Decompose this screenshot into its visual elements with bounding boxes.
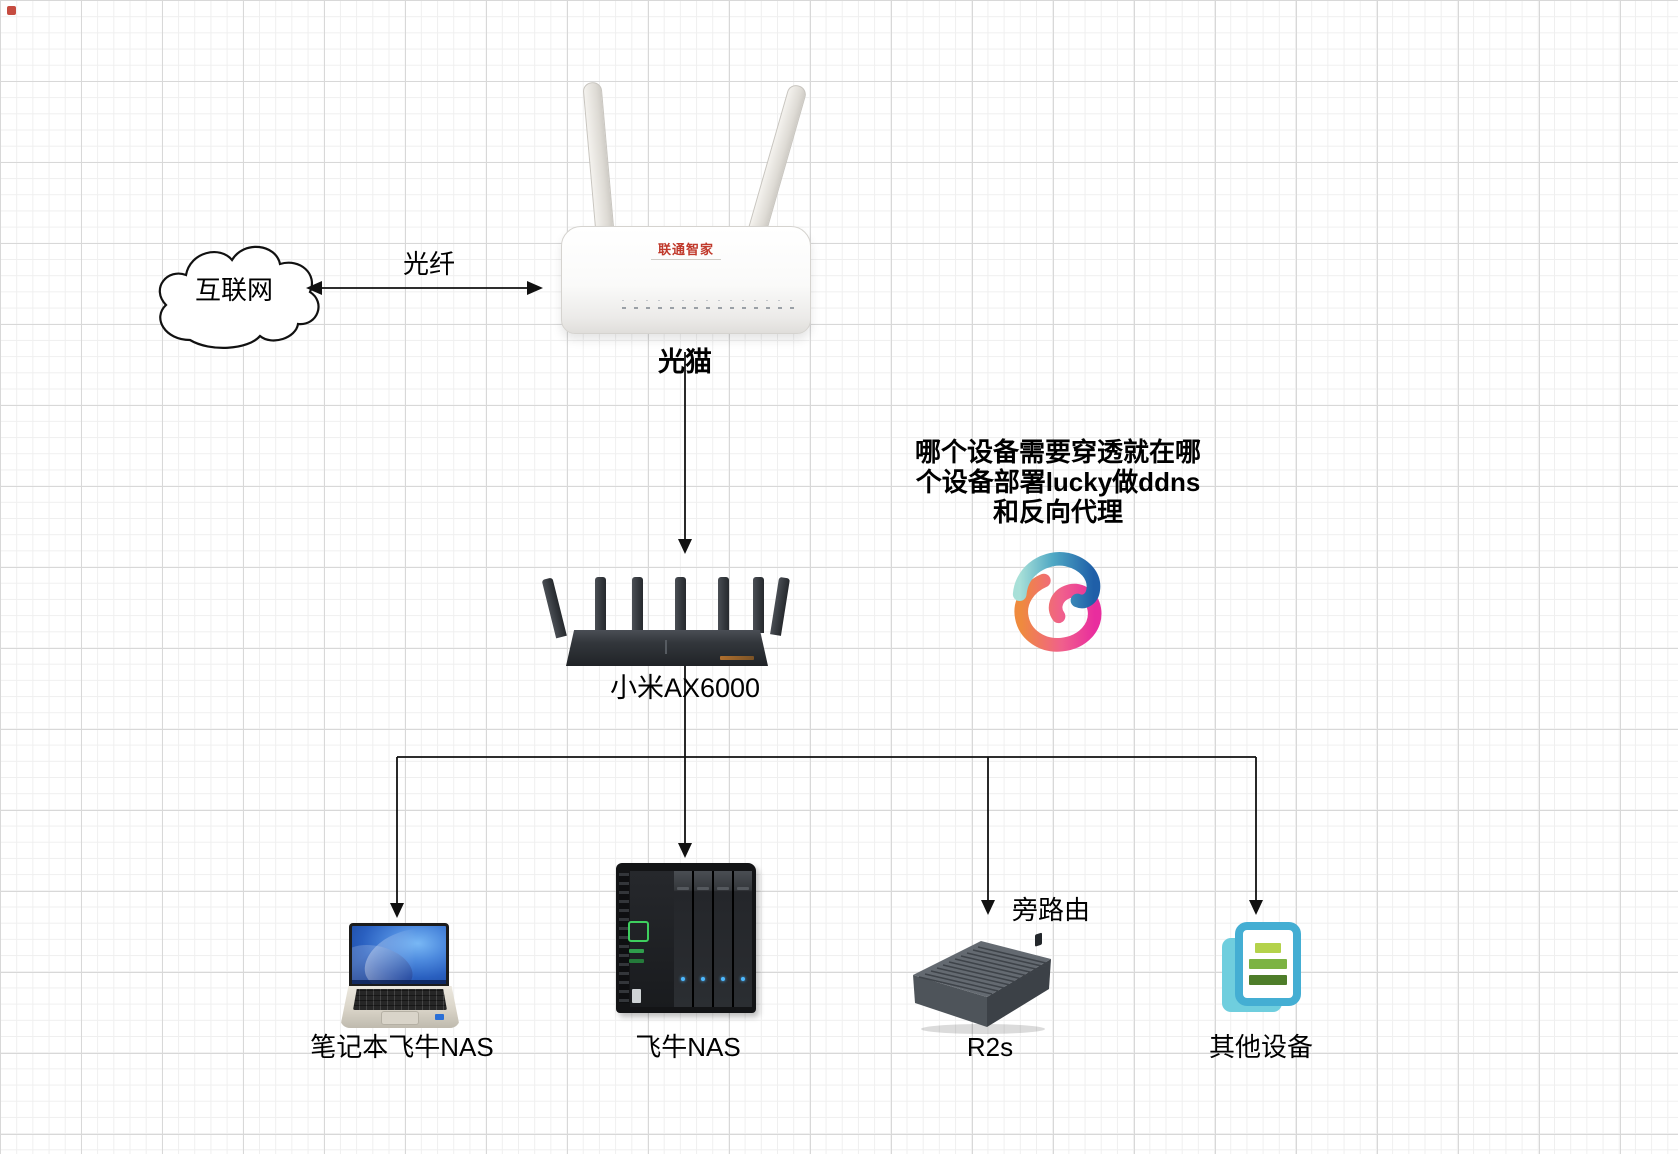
other-devices-front-square <box>1235 922 1301 1006</box>
nas-power-button <box>628 921 649 942</box>
nas-usb-port <box>632 989 641 1003</box>
modem-body: 联通智家 <box>561 226 811 334</box>
nas-front-panel <box>630 871 674 1007</box>
laptop-wallpaper <box>352 926 446 984</box>
modem-to-router-arrow <box>678 352 692 554</box>
router-branch-lines <box>390 662 1263 918</box>
optical-modem-illustration: 联通智家 <box>561 78 811 352</box>
nas-bay-led <box>741 977 745 981</box>
lucky-swirl-logo <box>1012 551 1102 652</box>
note-line-2: 个设备部署lucky做ddns <box>915 467 1201 497</box>
device-label-r2s: R2s <box>966 1032 1014 1062</box>
device-label-fnos-nas: 飞牛NAS <box>635 1032 741 1062</box>
nas-drive-bay <box>694 871 712 1007</box>
router-antenna <box>632 577 643 633</box>
other-devices-bar <box>1255 943 1281 953</box>
other-devices-bar <box>1249 975 1287 985</box>
laptop-taskbar <box>352 980 446 984</box>
other-devices-icon <box>1222 922 1304 1020</box>
nas-drive-bay <box>674 871 692 1007</box>
nas-bay-led <box>681 977 685 981</box>
fiber-link-arrow <box>306 281 543 295</box>
laptop-base <box>340 986 460 1028</box>
modem-led-ticks <box>622 300 796 301</box>
cloud-icon <box>158 245 320 349</box>
router-label: 小米AX6000 <box>609 673 761 703</box>
nas-side-vents <box>619 873 629 1003</box>
nas-bay-led <box>721 977 725 981</box>
device-label-laptop-nas: 笔记本飞牛NAS <box>310 1032 494 1062</box>
other-devices-bar <box>1249 959 1287 969</box>
nas-indicator-bar <box>629 949 644 953</box>
modem-antenna-left <box>582 81 615 237</box>
router-antenna <box>595 577 606 633</box>
router-front-slit <box>664 640 667 654</box>
note-line-3: 和反向代理 <box>992 497 1124 527</box>
laptop-touchpad <box>381 1011 419 1025</box>
router-antenna <box>718 577 729 633</box>
modem-brand-underline <box>651 259 721 260</box>
modem-brand-text: 联通智家 <box>657 242 714 257</box>
nas-drive-bay <box>714 871 732 1007</box>
nas-drive-bay <box>734 871 752 1007</box>
note-line-1: 哪个设备需要穿透就在哪 <box>914 437 1202 467</box>
router-antenna <box>675 577 686 633</box>
nas-indicator-bar <box>629 959 644 963</box>
router-antenna <box>753 577 764 633</box>
note-text: 哪个设备需要穿透就在哪 个设备部署lucky做ddns 和反向代理 <box>915 437 1201 527</box>
laptop-sticker <box>435 1014 444 1020</box>
xiaomi-ax6000-illustration <box>541 575 791 675</box>
modem-antenna-right <box>747 83 808 237</box>
bypass-router-label: 旁路由 <box>1011 895 1091 925</box>
modem-label: 光猫 <box>658 347 712 377</box>
nas-illustration <box>616 863 756 1013</box>
router-orange-badge <box>720 656 754 660</box>
fiber-label: 光纤 <box>402 249 456 279</box>
nas-bay-led <box>701 977 705 981</box>
laptop-keyboard <box>353 989 447 1010</box>
laptop-screen <box>349 923 449 987</box>
router-body <box>566 630 768 666</box>
device-label-other-devices: 其他设备 <box>1208 1032 1314 1062</box>
r2s-illustration <box>913 932 1051 1034</box>
internet-label: 互联网 <box>194 275 274 305</box>
corner-marker <box>7 6 16 15</box>
modem-led-row <box>622 307 796 309</box>
laptop-illustration <box>340 923 460 1031</box>
nas-drive-bays <box>674 871 752 1007</box>
